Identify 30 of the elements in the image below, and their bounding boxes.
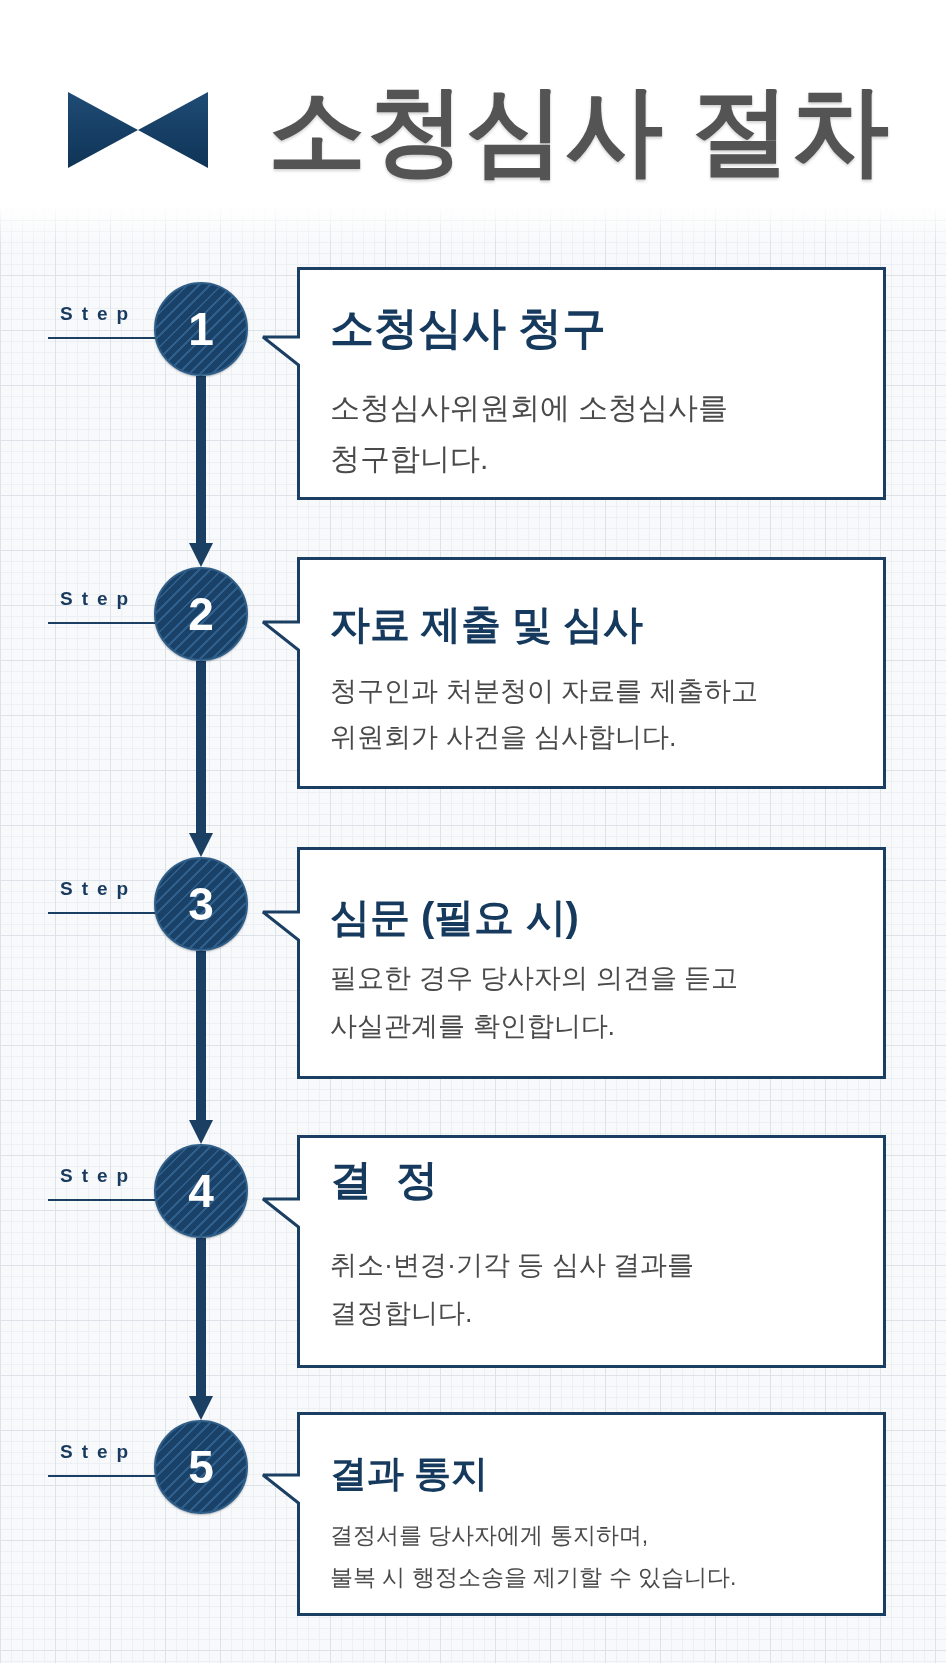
arrow xyxy=(189,661,213,857)
step-description: 청구인과 처분청이 자료를 제출하고 위원회가 사건을 심사합니다. xyxy=(330,675,758,754)
callout-box xyxy=(261,1135,886,1368)
step-description: 취소·변경·기각 등 심사 결과를 결정합니다. xyxy=(330,1249,695,1330)
numbered-circle: 4 xyxy=(154,1144,248,1238)
numbered-circle: 3 xyxy=(154,857,248,951)
callout-box xyxy=(261,557,886,789)
step-title: 결 정 xyxy=(330,1154,444,1205)
step-description: 필요한 경우 당사자의 의견을 듣고 사실관계를 확인합니다. xyxy=(330,962,738,1043)
step-label: Step xyxy=(60,302,138,326)
page-title: 소청심사 절차 xyxy=(268,74,891,187)
arrow xyxy=(189,1238,213,1420)
step-description: 결정서를 당사자에게 통지하며, 불복 시 행정소송을 제기할 수 있습니다. xyxy=(330,1521,737,1592)
arrow xyxy=(189,376,213,567)
callout-box xyxy=(261,267,886,500)
step-title: 결과 통지 xyxy=(330,1451,489,1496)
step-title: 심문 (필요 시) xyxy=(330,894,579,941)
step-title: 소청심사 청구 xyxy=(330,302,607,355)
numbered-circle: 1 xyxy=(154,282,248,376)
step-label: Step xyxy=(60,1440,138,1464)
step-description: 소청심사위원회에 소청심사를 청구합니다. xyxy=(330,389,729,477)
step-label: Step xyxy=(60,587,138,611)
step-label: Step xyxy=(60,877,138,901)
callout-box xyxy=(261,1412,886,1616)
numbered-circle: 5 xyxy=(154,1420,248,1514)
arrow xyxy=(189,951,213,1144)
step-label: Step xyxy=(60,1164,138,1188)
numbered-circle: 2 xyxy=(154,567,248,661)
step-title: 자료 제출 및 심사 xyxy=(330,601,644,648)
callout-box xyxy=(261,847,886,1079)
